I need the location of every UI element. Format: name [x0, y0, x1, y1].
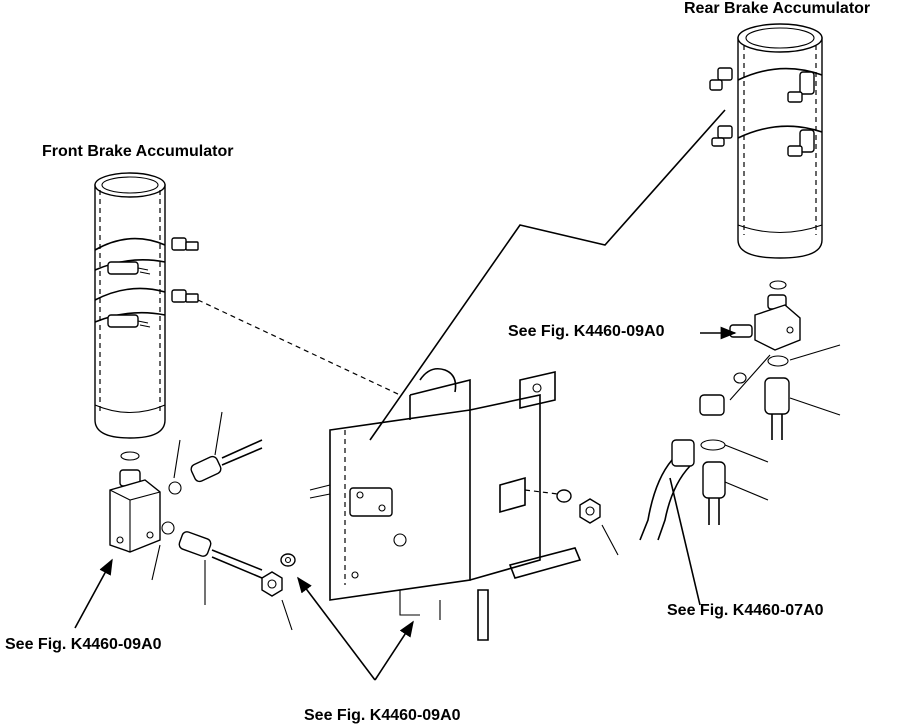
- arrow-bracket-left: [297, 576, 376, 681]
- rear-accumulator-cylinder: [737, 23, 823, 259]
- ref-rear-block-label: See Fig. K4460-09A0: [508, 323, 665, 340]
- front-valve-block: [109, 451, 161, 553]
- front-pressure-switch-upper: [168, 411, 263, 495]
- front-pressure-switch-lower: [151, 521, 263, 605]
- front-accumulator-fittings: [171, 237, 199, 303]
- rear-hose: [639, 439, 701, 606]
- arrow-bracket-right: [374, 620, 414, 681]
- rear-accumulator-fittings: [709, 67, 733, 147]
- ref-front-block-label: See Fig. K4460-09A0: [5, 636, 162, 653]
- arrow-front-block: [74, 558, 113, 629]
- bracket-hardware: [261, 489, 619, 631]
- rear-valve-block: [729, 280, 801, 351]
- mounting-bracket: [309, 367, 582, 641]
- front-accumulator-title: Front Brake Accumulator: [42, 143, 234, 160]
- ref-hose-label: See Fig. K4460-07A0: [667, 602, 824, 619]
- front-accumulator-cylinder: [94, 172, 166, 439]
- front-dash-line: [197, 299, 401, 396]
- rear-leader-line: [369, 109, 726, 441]
- ref-bracket-label: See Fig. K4460-09A0: [304, 707, 461, 724]
- rear-accumulator-title: Rear Brake Accumulator: [684, 0, 871, 17]
- rear-pressure-switches: [699, 344, 841, 525]
